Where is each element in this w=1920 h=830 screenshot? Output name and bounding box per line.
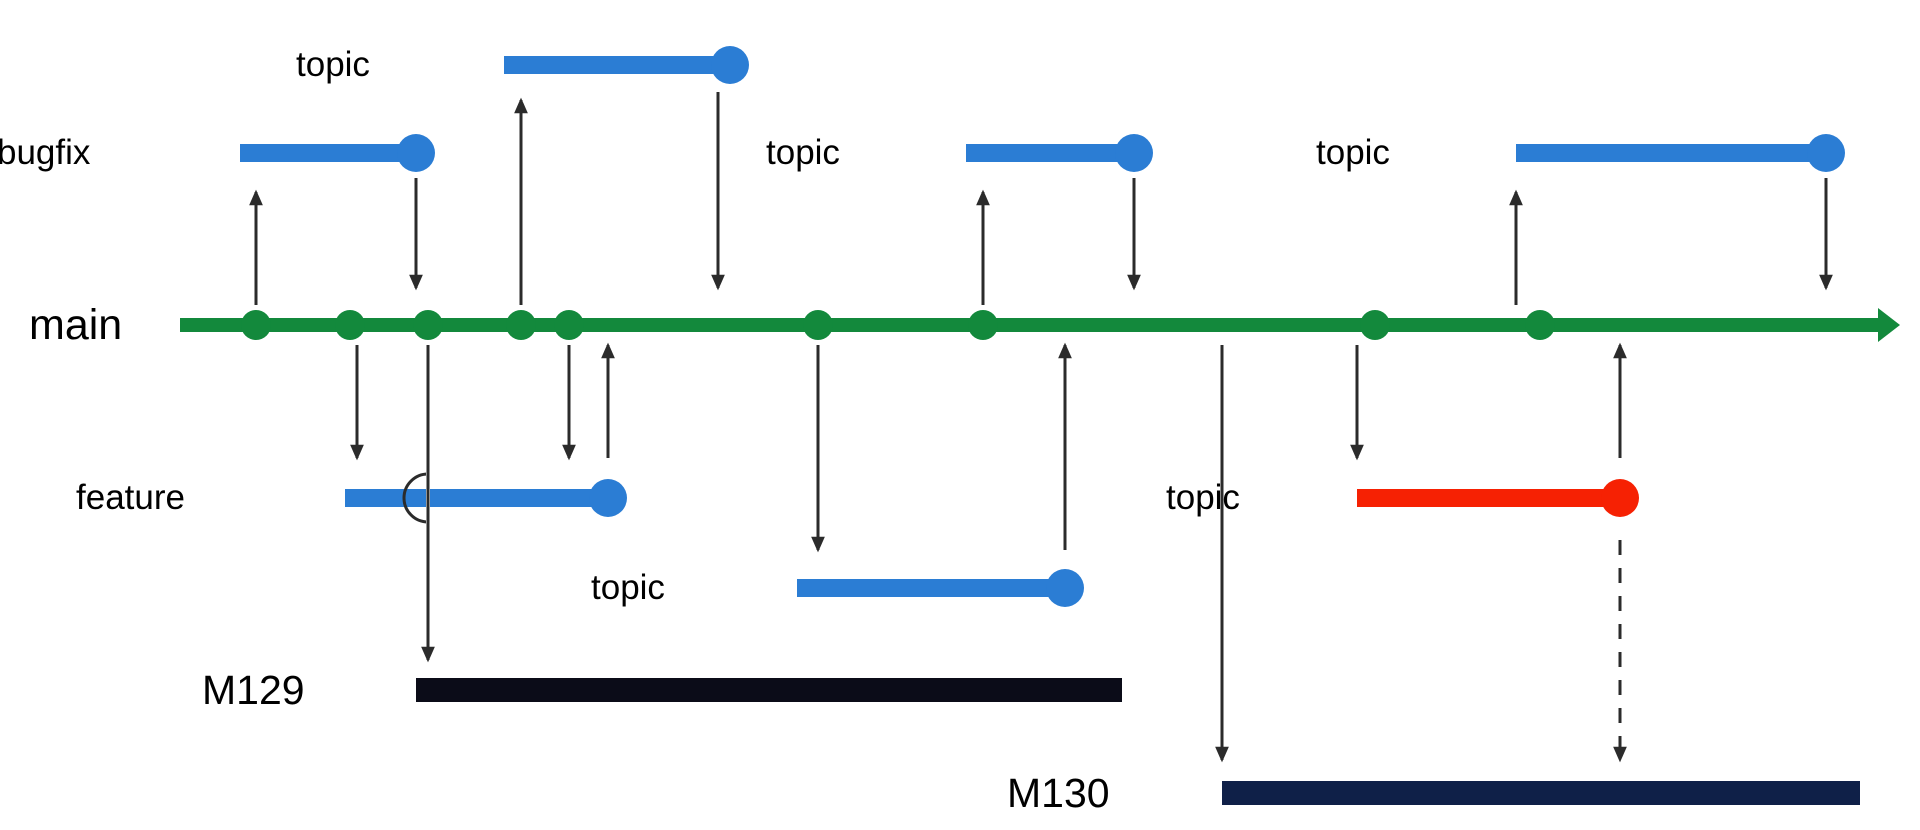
branch-tip-topic-3 [1807, 134, 1845, 172]
branch-label-main: main [29, 300, 123, 349]
branch-topic-1 [504, 46, 749, 84]
branch-tip-topic-4 [1046, 569, 1084, 607]
branch-lines-group [180, 46, 1900, 607]
commit-dot[interactable] [803, 310, 833, 340]
milestone-bar-M129 [416, 678, 1122, 702]
commit-dot[interactable] [554, 310, 584, 340]
branch-feature [345, 479, 627, 517]
milestone-bar-M130 [1222, 781, 1860, 805]
branch-main [180, 308, 1900, 342]
merge-arrows-group [249, 92, 1833, 763]
commit-dot[interactable] [506, 310, 536, 340]
branch-tip-topic-1 [711, 46, 749, 84]
milestone-label-M130: M130 [1007, 769, 1110, 816]
branch-tip-feature [589, 479, 627, 517]
branch-tip-topic-5 [1601, 479, 1639, 517]
branch-label-bugfix: bugfix [0, 133, 91, 172]
branch-tip-bugfix [397, 134, 435, 172]
commit-dot[interactable] [241, 310, 271, 340]
branch-topic-4 [797, 569, 1084, 607]
branch-topic-5 [1357, 479, 1639, 517]
branch-label-topic-1: topic [296, 45, 370, 84]
branch-tip-topic-2 [1115, 134, 1153, 172]
commit-dot[interactable] [335, 310, 365, 340]
branch-label-topic-4: topic [591, 568, 665, 607]
branch-label-topic-5: topic [1166, 478, 1240, 517]
branch-label-topic-2: topic [766, 133, 840, 172]
branch-bugfix [240, 134, 435, 172]
branch-topic-3 [1516, 134, 1845, 172]
commit-dots-group [241, 310, 1555, 340]
branch-topic-2 [966, 134, 1153, 172]
commit-dot[interactable] [968, 310, 998, 340]
commit-dot[interactable] [413, 310, 443, 340]
milestone-bars-group [416, 678, 1860, 805]
branch-label-topic-3: topic [1316, 133, 1390, 172]
line-hop-arc [402, 472, 429, 524]
commit-dot[interactable] [1525, 310, 1555, 340]
branch-label-feature: feature [76, 478, 185, 517]
commit-dot[interactable] [1360, 310, 1390, 340]
milestone-label-M129: M129 [202, 666, 305, 713]
